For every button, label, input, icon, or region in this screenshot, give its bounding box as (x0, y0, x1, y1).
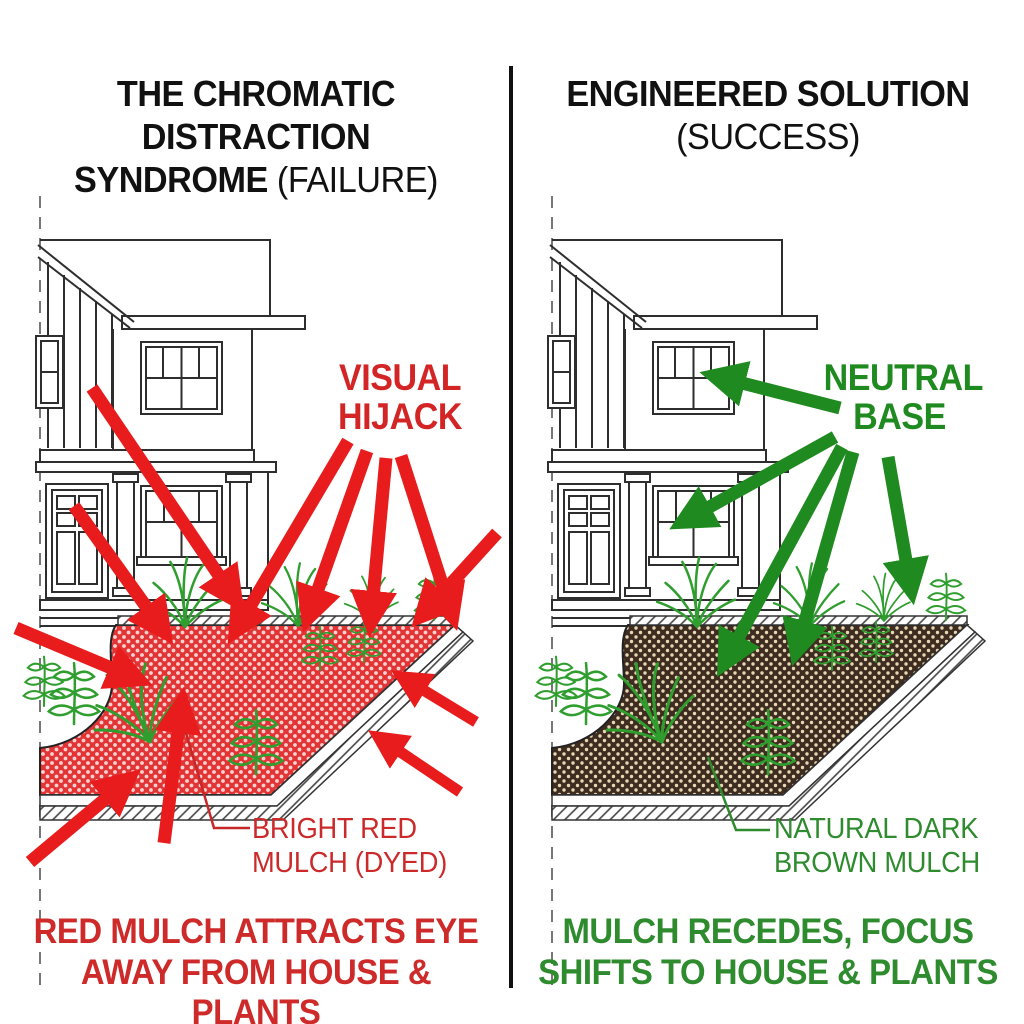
annotation-line: NEUTRAL (823, 357, 984, 398)
brown-mulch-callout: NATURAL DARK BROWN MULCH (774, 813, 980, 880)
house-drawing (35, 239, 306, 627)
callout-line: BRIGHT RED (252, 813, 417, 845)
converging-red-arrows-icon (13, 384, 502, 867)
neutral-base-label: NEUTRAL BASE (823, 357, 984, 438)
failure-scene-illustration (13, 196, 502, 988)
panel-success: ENGINEERED SOLUTION (SUCCESS) NEUTRAL BA… (512, 0, 1024, 1024)
callout-line: MULCH (DYED) (252, 846, 448, 879)
panel-failure: THE CHROMATIC DISTRACTION SYNDROME (FAIL… (13, 72, 502, 1024)
caption-line: AWAY FROM HOUSE & PLANTS (80, 952, 432, 1024)
panel-divider (509, 66, 513, 988)
caption-line: RED MULCH ATTRACTS EYE (33, 912, 479, 951)
annotation-line: HIJACK (338, 396, 462, 438)
title-text: ENGINEERED SOLUTION (566, 73, 970, 114)
radiating-green-arrows-icon (669, 361, 929, 677)
annotation-line: BASE (853, 396, 946, 438)
callout-leader-line (706, 756, 770, 832)
panel-title-success: ENGINEERED SOLUTION (SUCCESS) (525, 72, 1011, 158)
success-caption: MULCH RECEDES, FOCUS SHIFTS TO HOUSE & P… (527, 912, 1008, 993)
failure-caption: RED MULCH ATTRACTS EYE AWAY FROM HOUSE &… (15, 912, 496, 1024)
title-text-light: (SUCCESS) (676, 116, 860, 158)
red-mulch-callout: BRIGHT RED MULCH (DYED) (252, 813, 447, 880)
callout-line: BROWN MULCH (774, 846, 980, 879)
title-text-light: (FAILURE) (276, 159, 439, 201)
visual-hijack-label: VISUAL HIJACK (331, 357, 469, 438)
annotation-line: VISUAL (338, 357, 462, 398)
title-text: THE CHROMATIC DISTRACTION (116, 73, 396, 158)
panel-title-failure: THE CHROMATIC DISTRACTION SYNDROME (FAIL… (13, 72, 499, 202)
caption-line: SHIFTS TO HOUSE & PLANTS (538, 952, 998, 992)
callout-line: NATURAL DARK (774, 813, 979, 845)
title-text-strong: SYNDROME (74, 159, 268, 201)
callout-leader-line (184, 732, 250, 830)
success-scene-illustration (512, 196, 986, 988)
caption-line: MULCH RECEDES, FOCUS (562, 912, 974, 951)
